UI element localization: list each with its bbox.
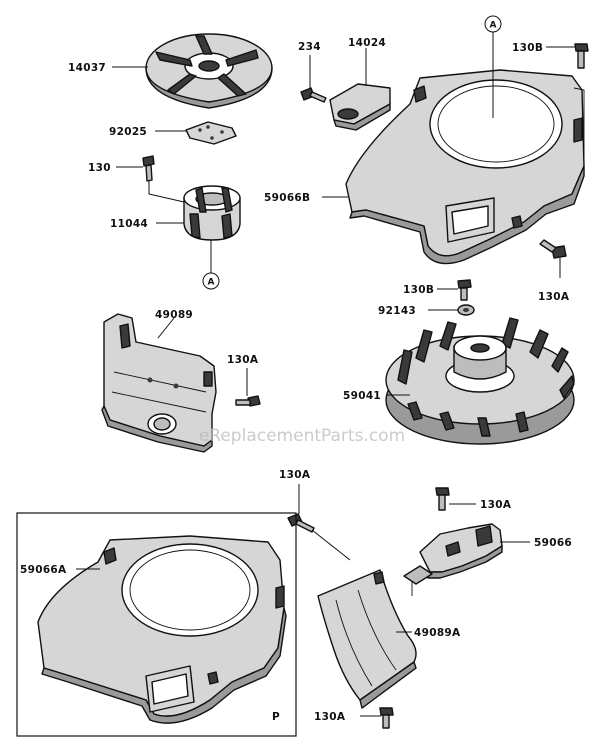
label-92025: 92025	[109, 126, 147, 138]
part-130A-bolt-left[interactable]	[235, 395, 261, 407]
label-59066: 59066	[534, 537, 572, 549]
part-92143-washer[interactable]	[457, 304, 475, 316]
part-49089A-baffle[interactable]	[317, 569, 417, 709]
label-130A-right: 130A	[538, 291, 570, 303]
label-130B-mid: 130B	[403, 284, 434, 296]
part-14024-guard[interactable]	[329, 83, 391, 131]
part-49089-baffle[interactable]	[101, 313, 217, 453]
part-59041-flywheel[interactable]	[385, 317, 575, 445]
label-14024: 14024	[348, 37, 386, 49]
part-130A-bolt-bottom[interactable]	[379, 707, 394, 729]
label-130A-bottom: 130A	[314, 711, 346, 723]
part-234-bolt[interactable]	[300, 87, 327, 103]
label-11044: 11044	[110, 218, 148, 230]
part-130B-bolt-mid[interactable]	[457, 279, 472, 301]
label-inset-P: P	[272, 711, 280, 723]
label-49089: 49089	[155, 309, 193, 321]
label-92143: 92143	[378, 305, 416, 317]
part-130A-bolt-right[interactable]	[539, 239, 567, 259]
label-130B-top: 130B	[512, 42, 543, 54]
leader-lines	[76, 46, 575, 717]
part-130-bolt-left[interactable]	[142, 155, 155, 182]
part-130A-bolt-center[interactable]	[287, 513, 315, 533]
callout-A-top: A	[484, 15, 502, 118]
label-234: 234	[298, 41, 321, 53]
label-130-left: 130	[88, 162, 111, 174]
label-59066A: 59066A	[20, 564, 67, 576]
inset-frame	[16, 512, 297, 737]
part-11044-hub[interactable]	[183, 185, 241, 241]
svg-text:A: A	[490, 21, 497, 31]
part-59066B-housing[interactable]	[345, 69, 585, 265]
label-130A-left: 130A	[227, 354, 259, 366]
callout-A-mid: A	[202, 240, 220, 290]
watermark: eReplacementParts.com	[199, 426, 405, 446]
label-59066B: 59066B	[264, 192, 310, 204]
part-14037-screen[interactable]	[145, 33, 273, 109]
part-92025-plate[interactable]	[185, 121, 237, 145]
part-59066A-housing[interactable]	[37, 535, 287, 724]
label-130A-center: 130A	[279, 469, 311, 481]
svg-text:A: A	[208, 278, 215, 288]
part-59066-bracket[interactable]	[403, 523, 503, 596]
label-59041: 59041	[343, 390, 381, 402]
label-130A-br: 130A	[480, 499, 512, 511]
part-130B-bolt-top[interactable]	[574, 43, 589, 69]
label-49089A: 49089A	[414, 627, 461, 639]
part-130A-bolt-br[interactable]	[435, 487, 450, 511]
label-14037: 14037	[68, 62, 106, 74]
